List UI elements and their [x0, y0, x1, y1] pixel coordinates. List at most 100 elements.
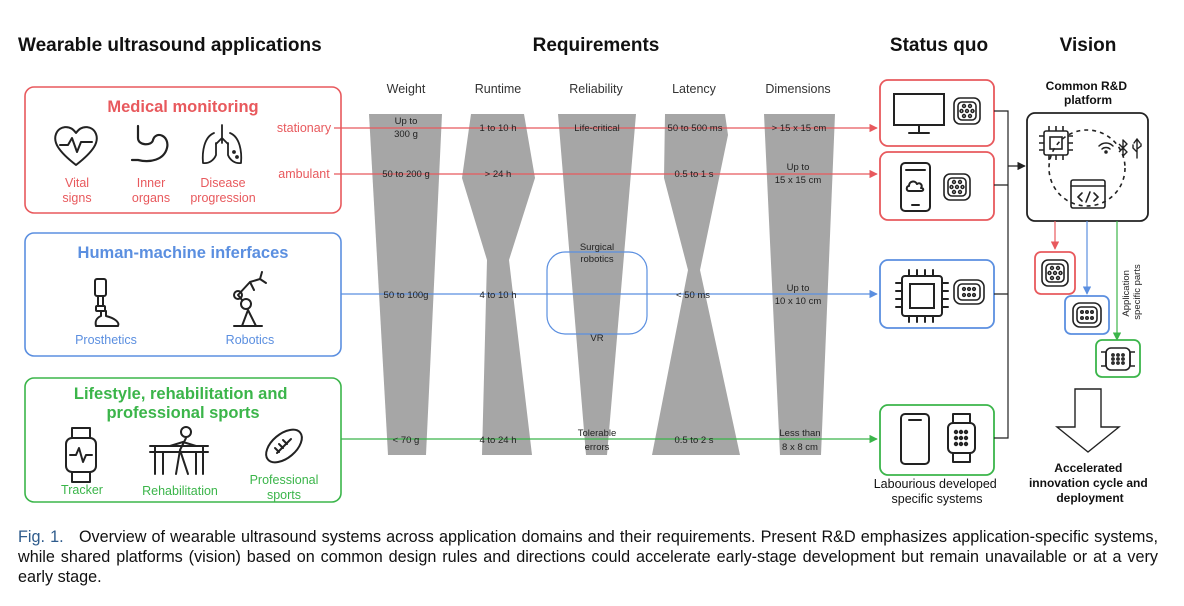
- application-specific-parts-label: Application specific parts: [1121, 264, 1143, 320]
- applications-header: Wearable ultrasound applications: [18, 35, 322, 56]
- smartphone-cloud-icon: [900, 162, 931, 212]
- medical-domain-title: Medical monitoring: [107, 98, 258, 116]
- figure-caption: Fig. 1. Overview of wearable ultrasound …: [18, 527, 1158, 587]
- value-stationary-dimensions: > 15 x 15 cm: [772, 123, 827, 134]
- row-label-stationary: stationary: [277, 121, 332, 135]
- hmi-specific-part-box: [1064, 295, 1110, 335]
- status-quo-box-stationary: [879, 79, 995, 147]
- hmi-domain-title: Human-machine inferfaces: [78, 244, 289, 262]
- lifestyle-domain-title: Lifestyle, rehabilitation and profession…: [74, 385, 292, 422]
- value-hmi-runtime: 4 to 10 h: [480, 290, 517, 301]
- requirement-column-headers: Weight Runtime Reliability Latency Dimen…: [387, 82, 831, 96]
- figure-label: Fig. 1.: [18, 528, 64, 546]
- value-hmi-weight: 50 to 100g: [384, 290, 429, 301]
- ultrasound-probe-icon: [953, 97, 981, 125]
- platform-title: Common R&D platform: [1046, 79, 1131, 107]
- platform-cycle: [1048, 129, 1126, 207]
- football-icon: [265, 428, 303, 464]
- bluetooth-icon: [1118, 139, 1128, 157]
- value-ambulant-latency: 0.5 to 1 s: [674, 169, 713, 180]
- rehab-bars-icon: [149, 426, 209, 475]
- lifestyle-title-line-2: professional sports: [106, 404, 259, 422]
- usb-icon: [1132, 137, 1142, 159]
- figure-caption-text: Overview of wearable ultrasound systems …: [18, 528, 1158, 586]
- hmi-item-labels: Prosthetics Robotics: [75, 333, 274, 347]
- status-quo-box-ambulant: [879, 151, 995, 221]
- chip-icon: [895, 269, 949, 323]
- ultrasound-probe-icon: [1072, 302, 1102, 328]
- item-label-robotics: Robotics: [226, 333, 275, 347]
- value-ambulant-weight: 50 to 200 g: [382, 169, 430, 180]
- row-label-ambulant: ambulant: [278, 167, 330, 181]
- value-lifestyle-latency: 0.5 to 2 s: [674, 435, 713, 446]
- column-header-runtime: Runtime: [475, 82, 522, 96]
- common-platform-box: [1026, 112, 1149, 222]
- column-header-latency: Latency: [672, 82, 717, 96]
- smartwatch-icon: [65, 427, 97, 483]
- status-quo-header: Status quo: [890, 35, 988, 56]
- status-quo-box-hmi: [879, 259, 995, 329]
- dimensions-shape: [764, 114, 835, 455]
- value-ambulant-runtime: > 24 h: [485, 169, 512, 180]
- reliability-options-bubble: [546, 251, 648, 335]
- value-lifestyle-runtime: 4 to 24 h: [480, 435, 517, 446]
- vision-footer: Accelerated innovation cycle and deploym…: [1029, 461, 1151, 505]
- ultrasound-watch-icon: [1101, 347, 1135, 371]
- ultrasound-probe-icon: [1041, 259, 1069, 287]
- platform-chip-icon: [1039, 126, 1073, 160]
- runtime-shape: [462, 114, 535, 455]
- code-window-icon: [1070, 179, 1106, 209]
- requirements-header: Requirements: [533, 35, 660, 56]
- item-label-rehabilitation: Rehabilitation: [142, 484, 218, 498]
- ultrasound-probe-icon: [943, 173, 971, 201]
- value-stationary-latency: 50 to 500 ms: [668, 123, 723, 134]
- monitor-icon: [893, 93, 945, 134]
- reliability-shape: [558, 114, 636, 455]
- status-quo-box-lifestyle: [879, 404, 995, 476]
- wifi-icon: [1098, 142, 1114, 154]
- reliability-option-vr: VR: [590, 333, 603, 344]
- value-lifestyle-weight: < 70 g: [393, 435, 420, 446]
- lifestyle-title-line-1: Lifestyle, rehabilitation and: [74, 385, 288, 403]
- ultrasound-probe-icon: [953, 279, 985, 305]
- accelerated-cycle-arrow: [1055, 388, 1121, 453]
- robot-arm-icon: [233, 271, 267, 327]
- value-stationary-runtime: 1 to 10 h: [480, 123, 517, 134]
- status-quo-note: Labourious developed specific systems: [874, 477, 1001, 506]
- vision-header: Vision: [1060, 35, 1117, 56]
- medical-specific-part-box: [1034, 251, 1076, 295]
- prosthetic-leg-icon: [94, 278, 120, 327]
- column-header-dimensions: Dimensions: [765, 82, 830, 96]
- item-label-prosthetics: Prosthetics: [75, 333, 137, 347]
- lifestyle-domain-box: [24, 377, 342, 503]
- weight-shape: [369, 114, 442, 455]
- item-label-tracker: Tracker: [61, 483, 103, 497]
- status-quo-connector: [994, 110, 1009, 439]
- medical-domain-box: [24, 86, 342, 214]
- lifestyle-specific-part-box: [1095, 339, 1141, 378]
- stomach-icon: [130, 124, 169, 163]
- column-header-weight: Weight: [387, 82, 426, 96]
- requirement-shapes: [369, 114, 835, 455]
- smartphone-watch-icon: [900, 413, 976, 465]
- lungs-icon: [201, 124, 243, 165]
- value-hmi-latency: < 50 ms: [676, 290, 710, 301]
- column-header-reliability: Reliability: [569, 82, 623, 96]
- latency-shape: [652, 114, 740, 455]
- heart-pulse-icon: [54, 126, 98, 166]
- value-stationary-reliability: Life-critical: [574, 123, 619, 134]
